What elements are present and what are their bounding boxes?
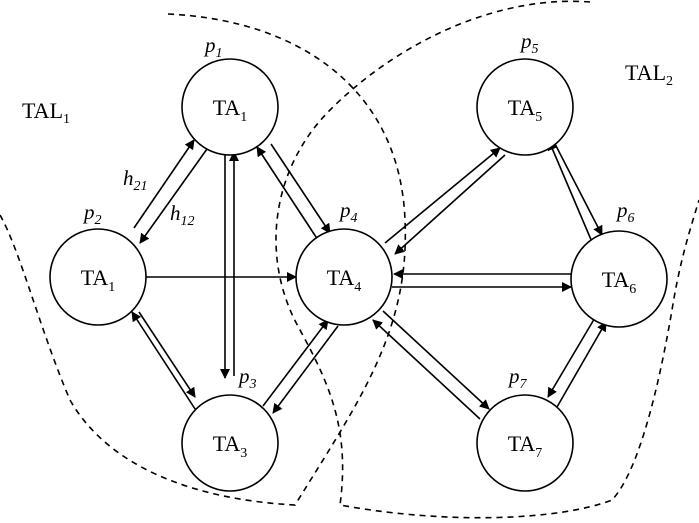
p-label-n5: p5: [519, 29, 539, 57]
edge-n2-n1: [133, 139, 195, 229]
svg-text:TA7: TA7: [508, 431, 543, 461]
tal2-boundary: [275, 0, 699, 519]
svg-text:TA6: TA6: [602, 267, 637, 297]
edge-n3-n2: [131, 311, 198, 413]
edge-n4-n3: [272, 325, 339, 414]
node-n5: TA5: [476, 58, 574, 156]
svg-text:TA1: TA1: [213, 95, 248, 125]
p-label-n1: p1: [203, 33, 223, 61]
node-n6: TA6: [570, 230, 668, 328]
edge-n1-n4: [270, 143, 331, 234]
svg-text:TA4: TA4: [327, 265, 362, 295]
edge-n4-n5: [384, 147, 501, 244]
node-n2: TA1: [49, 228, 147, 326]
tal1-boundary: [0, 13, 407, 506]
edge-n3-n4: [262, 319, 329, 407]
svg-text:TA1: TA1: [81, 265, 116, 295]
edge-n4-n1: [256, 146, 319, 241]
edge-n2-n3: [138, 311, 196, 398]
svg-text:TA3: TA3: [213, 431, 248, 461]
p-label-n6: p6: [615, 198, 635, 226]
node-n4: TA4: [295, 228, 393, 326]
edge-label-h12: h12: [170, 201, 195, 229]
edge-n7-n4: [372, 319, 481, 420]
p-label-n2: p2: [82, 200, 102, 228]
node-n3: TA3: [181, 394, 279, 492]
p-label-n3: p3: [237, 364, 257, 392]
node-n7: TA7: [476, 394, 574, 492]
edge-n5-n4: [394, 154, 506, 255]
edges: [131, 139, 607, 420]
svg-text:TA5: TA5: [508, 95, 543, 125]
edge-n4-n7: [382, 310, 490, 410]
edge-n6-n7: [547, 315, 597, 398]
p-label-n4: p4: [338, 198, 358, 226]
node-n1: TA1: [181, 58, 279, 156]
tal2-label: TAL2: [625, 60, 673, 89]
edge-n1-n2: [139, 148, 208, 244]
p-label-n7: p7: [507, 364, 528, 392]
edge-n6-n5: [547, 140, 593, 243]
tal1-label: TAL1: [22, 98, 70, 127]
edge-label-h21: h21: [123, 166, 148, 194]
edge-n5-n6: [553, 141, 603, 236]
edge-n7-n6: [556, 321, 607, 408]
